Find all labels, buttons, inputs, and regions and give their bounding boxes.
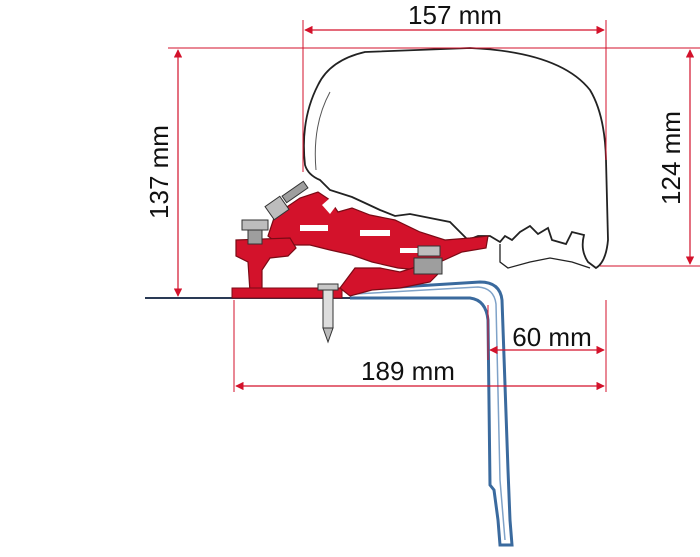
bolt-right: [413, 245, 443, 275]
vehicle-side-inner: [354, 286, 506, 541]
bolt-upper: [264, 180, 309, 221]
awning-profile-lower: [499, 244, 591, 269]
dim-60-label: 60 mm: [512, 322, 591, 352]
dim-189-label: 189 mm: [361, 356, 455, 386]
awning-case: [303, 47, 609, 270]
bolt-left: [241, 219, 269, 245]
dim-124-label: 124 mm: [656, 111, 686, 205]
awning-case-inner-line: [314, 91, 331, 171]
dim-157-label: 157 mm: [408, 0, 502, 30]
vehicle-side-profile: [349, 280, 514, 547]
dim-137-label: 137 mm: [144, 125, 174, 219]
roof-screw: [317, 283, 339, 344]
